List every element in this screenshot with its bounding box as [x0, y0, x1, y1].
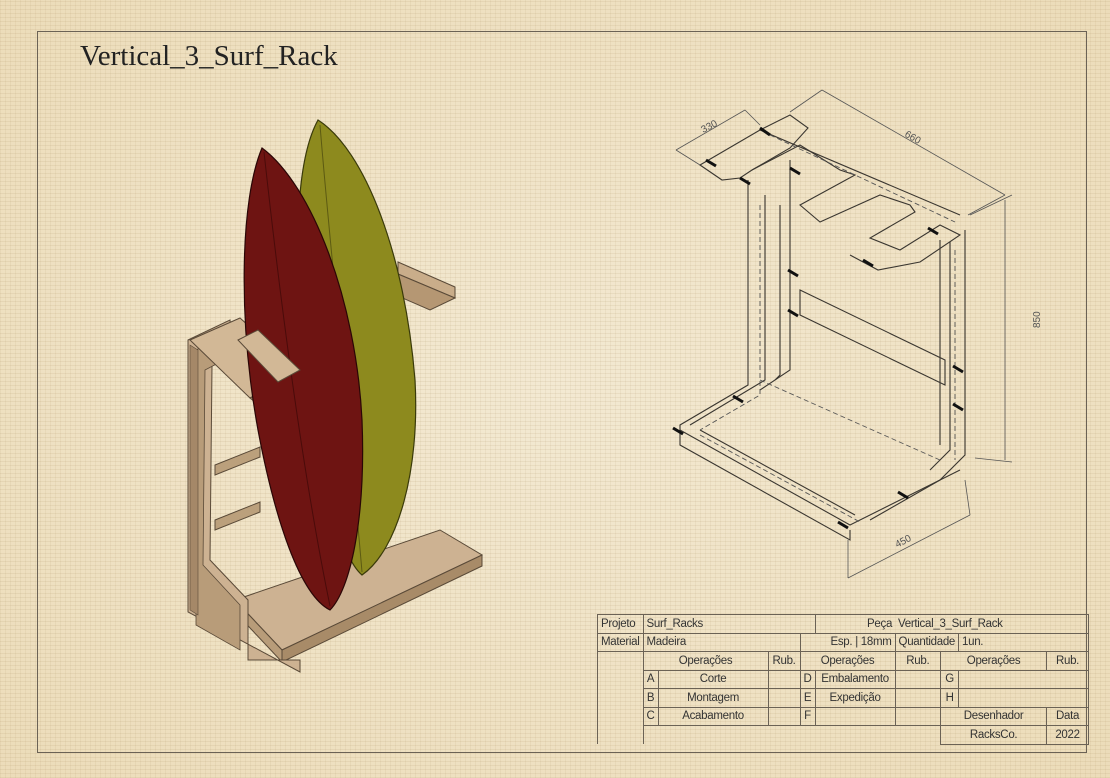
- op-letter-b: B: [642, 688, 659, 708]
- drawing-title: Vertical_3_Surf_Rack: [80, 40, 338, 72]
- op-letter-h: H: [940, 688, 960, 708]
- op-name-b: Montagem: [657, 688, 769, 708]
- op-letter-e: E: [799, 688, 816, 708]
- material-label: Material: [597, 632, 644, 652]
- ops-header-3: Operações: [940, 651, 1048, 671]
- op-name-c: Acabamento: [657, 706, 769, 726]
- op-name-f: [814, 706, 896, 726]
- op-letter-c: C: [642, 706, 659, 726]
- op-name-d: Embalamento: [814, 669, 896, 689]
- op-letter-a: A: [642, 669, 659, 689]
- peca-value: Vertical_3_Surf_Rack: [895, 614, 1090, 634]
- data-value: 2022: [1046, 725, 1090, 745]
- esp-value: 18mm: [860, 636, 892, 649]
- drawing-border: [37, 31, 1087, 753]
- desenhador-label: Desenhador: [940, 706, 1048, 726]
- op-name-a: Corte: [657, 669, 769, 689]
- op-letter-f: F: [799, 706, 816, 726]
- op-name-h: [958, 688, 1090, 708]
- quantidade-value: 1un.: [958, 632, 1090, 652]
- op-letter-d: D: [799, 669, 816, 689]
- surfboard-red: [243, 147, 364, 611]
- rub-header-3: Rub.: [1046, 651, 1090, 671]
- ops-header-2: Operações: [799, 651, 896, 671]
- dimension-330: 330: [700, 118, 720, 136]
- dimension-450: 450: [893, 533, 913, 551]
- op-letter-g: G: [940, 669, 960, 689]
- esp-label: Esp.: [830, 636, 853, 649]
- projeto-value: Surf_Racks: [643, 614, 816, 634]
- dimension-660: 660: [902, 129, 922, 147]
- quantidade-label: Quantidade: [894, 632, 960, 652]
- op-name-e: Expedição: [814, 688, 896, 708]
- projeto-label: Projeto: [597, 614, 644, 634]
- desenhador-value: RacksCo.: [940, 725, 1048, 745]
- title-block: Projeto Surf_Racks Peça Vertical_3_Surf_…: [597, 614, 1090, 745]
- rub-header-2: Rub.: [894, 651, 942, 671]
- dimension-850: 850: [1032, 311, 1043, 328]
- rub-header-1: Rub.: [767, 651, 801, 671]
- peca-label: Peça: [814, 614, 896, 634]
- material-value: Madeira: [642, 632, 801, 652]
- op-name-g: [958, 669, 1090, 689]
- data-label: Data: [1046, 706, 1090, 726]
- ops-header-1: Operações: [642, 651, 769, 671]
